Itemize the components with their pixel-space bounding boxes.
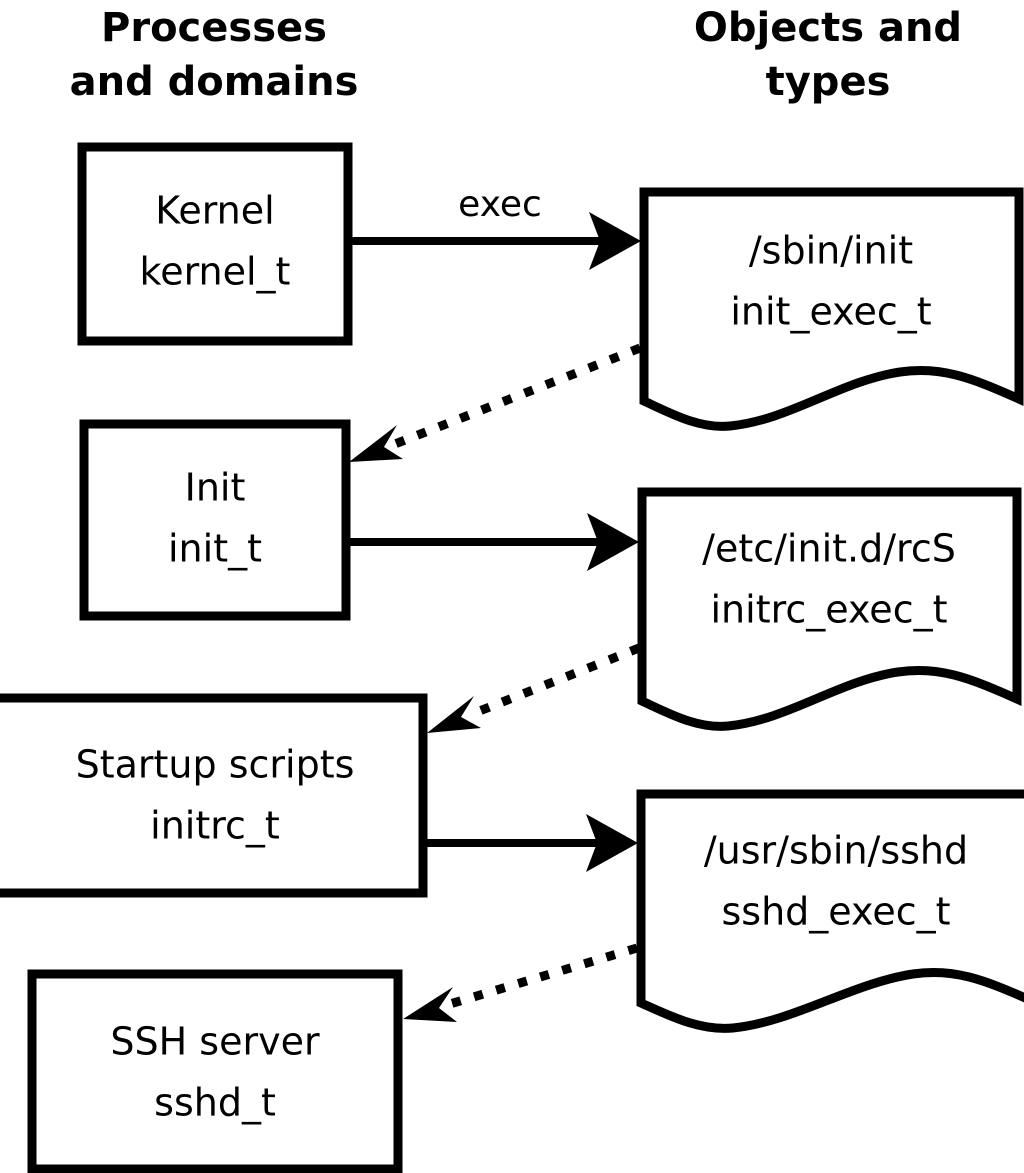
objects-header-line-1: Objects and	[694, 5, 962, 51]
node-init-type: init_t	[168, 527, 262, 571]
node-init-exec-path: /sbin/init	[749, 229, 913, 273]
node-initrc-exec-type: initrc_exec_t	[711, 588, 948, 632]
node-kernel-type: kernel_t	[140, 250, 291, 294]
node-startup-scripts-type: initrc_t	[150, 804, 280, 848]
edge-line-sshd-exec-to-sshd	[448, 943, 639, 1009]
node-startup-scripts-box[interactable]	[0, 693, 428, 898]
node-startup-scripts-name: Startup scripts	[76, 743, 355, 787]
arrow-head-init-exec-to-init	[349, 425, 403, 462]
node-init-name: Init	[185, 466, 246, 510]
node-sshd-exec-path: /usr/sbin/sshd	[704, 829, 968, 873]
column-header-processes: Processes and domains	[70, 5, 359, 105]
node-initrc-exec[interactable]: /etc/init.d/rcS initrc_exec_t	[637, 487, 1022, 731]
node-initrc-exec-path: /etc/init.d/rcS	[702, 527, 956, 571]
arrow-head-sshd-exec-to-sshd	[403, 987, 457, 1022]
node-ssh-server-name: SSH server	[110, 1020, 320, 1064]
arrow-head-initrc-exec-to-initrc	[427, 696, 481, 733]
node-init-exec-shape[interactable]	[639, 187, 1024, 431]
node-kernel[interactable]: Kernel kernel_t	[77, 142, 353, 346]
edge-line-init-exec-to-init	[393, 343, 642, 449]
arrow-head-initrc-exec	[586, 814, 638, 872]
edge-line-initrc-exec-to-initrc	[470, 643, 641, 719]
edge-init-exec-initrc-exec	[348, 513, 639, 571]
edge-init-exec-to-init	[349, 343, 642, 462]
node-init[interactable]: Init init_t	[79, 419, 351, 621]
node-kernel-box[interactable]	[77, 142, 353, 346]
column-header-objects: Objects and types	[694, 5, 962, 105]
arrow-head-kernel-exec	[589, 212, 641, 270]
node-init-exec[interactable]: /sbin/init init_exec_t	[639, 187, 1024, 431]
node-sshd-exec[interactable]: /usr/sbin/sshd sshd_exec_t	[636, 789, 1024, 1033]
node-init-exec-type: init_exec_t	[730, 290, 931, 334]
processes-header-line-1: Processes	[101, 5, 327, 51]
node-initrc-exec-shape[interactable]	[637, 487, 1022, 731]
edge-sshd-exec-to-sshd	[403, 943, 639, 1022]
node-ssh-server-box[interactable]	[27, 969, 403, 1173]
edge-initrc-exec-to-initrc	[427, 643, 641, 733]
node-startup-scripts[interactable]: Startup scripts initrc_t	[0, 693, 428, 898]
edge-kernel-exec-init-exec: exec	[350, 184, 641, 270]
processes-header-line-2: and domains	[70, 59, 359, 105]
objects-header-line-2: types	[766, 59, 891, 105]
edge-initrc-exec-sshd-exec	[427, 814, 638, 872]
node-sshd-exec-type: sshd_exec_t	[721, 890, 950, 934]
node-ssh-server-type: sshd_t	[154, 1081, 276, 1125]
node-kernel-name: Kernel	[155, 189, 274, 233]
node-ssh-server[interactable]: SSH server sshd_t	[27, 969, 403, 1173]
node-init-box[interactable]	[79, 419, 351, 621]
arrow-head-init-exec	[587, 513, 639, 571]
edge-label-exec: exec	[458, 184, 542, 225]
node-sshd-exec-shape[interactable]	[636, 789, 1024, 1033]
